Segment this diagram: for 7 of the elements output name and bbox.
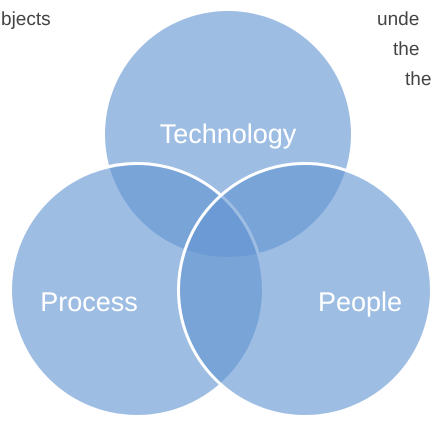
text-fragment: unde — [377, 10, 420, 29]
circle-label: People — [318, 288, 402, 316]
circle-label: Technology — [160, 120, 296, 148]
text-fragment: the — [405, 70, 432, 89]
circle-label: Process — [40, 288, 138, 316]
text-fragment: the — [393, 40, 420, 59]
text-fragment: bjects — [1, 10, 51, 29]
